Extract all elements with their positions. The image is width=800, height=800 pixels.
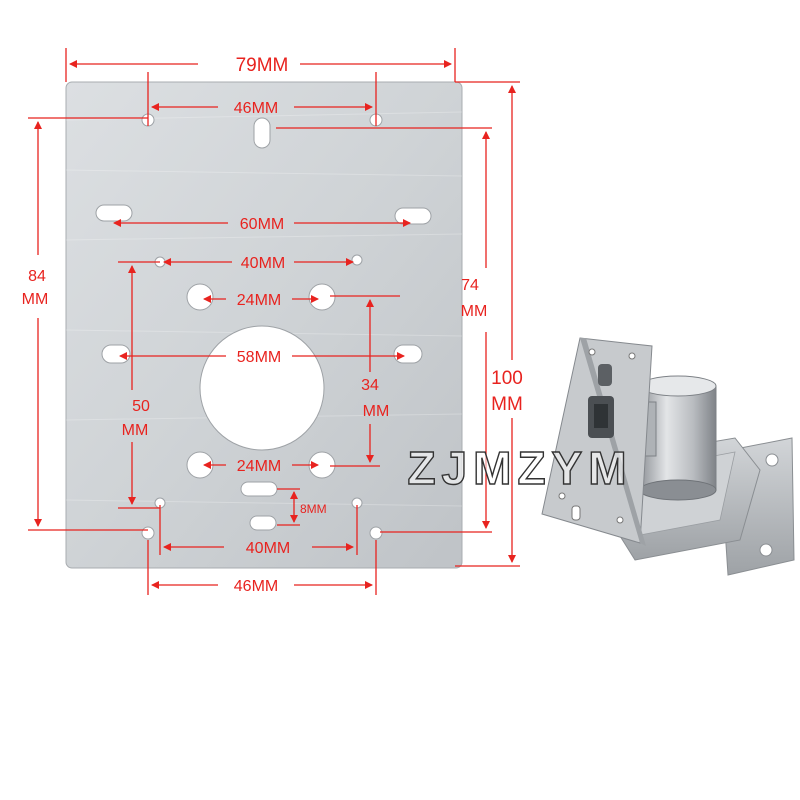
- slot-lower-center: [240, 481, 278, 497]
- dimension-lines: [28, 48, 520, 595]
- label-34-unit: MM: [363, 403, 390, 420]
- hole-46-bottom-left: [141, 526, 155, 540]
- slot-middle-right: [393, 344, 423, 364]
- slot-middle-left: [101, 344, 131, 364]
- hole-24-upper-left: [186, 283, 214, 311]
- label-24mm-bottom: 24MM: [237, 458, 281, 475]
- label-40mm-top: 40MM: [241, 255, 285, 272]
- label-100-unit: MM: [491, 394, 523, 415]
- wall-mount-bracket-photo: [541, 337, 795, 576]
- label-84-unit: MM: [22, 291, 49, 308]
- label-60mm: 60MM: [240, 216, 284, 233]
- slot-top-center: [253, 117, 271, 149]
- label-40mm-bottom: 40MM: [246, 540, 290, 557]
- label-79mm: 79MM: [236, 55, 289, 76]
- label-50-value: 50: [132, 398, 150, 415]
- label-46mm-top: 46MM: [234, 100, 278, 117]
- slot-upper-left: [95, 204, 133, 222]
- label-46mm-bottom: 46MM: [234, 578, 278, 595]
- label-8mm: 8MM: [300, 502, 327, 516]
- mounting-plate: [65, 81, 463, 569]
- label-100-value: 100: [491, 368, 523, 389]
- label-74-value: 74: [461, 277, 479, 294]
- hole-center: [199, 325, 325, 451]
- label-84-value: 84: [28, 268, 46, 285]
- slot-upper-right: [394, 207, 432, 225]
- label-50-unit: MM: [122, 422, 149, 439]
- label-24mm-top: 24MM: [237, 292, 281, 309]
- dimension-labels: 79MM 46MM 60MM 40MM 24MM 58MM 24MM 8MM 4…: [22, 55, 523, 595]
- label-34-value: 34: [361, 377, 379, 394]
- plate-holes: [95, 113, 432, 540]
- watermark: ZJMZYM: [407, 442, 632, 494]
- hole-46-bottom-right: [369, 526, 383, 540]
- hole-24-upper-right: [308, 283, 336, 311]
- label-58mm: 58MM: [237, 349, 281, 366]
- slot-bottom-center: [249, 515, 277, 531]
- hole-40-right: [351, 254, 363, 266]
- label-74-unit: MM: [461, 303, 488, 320]
